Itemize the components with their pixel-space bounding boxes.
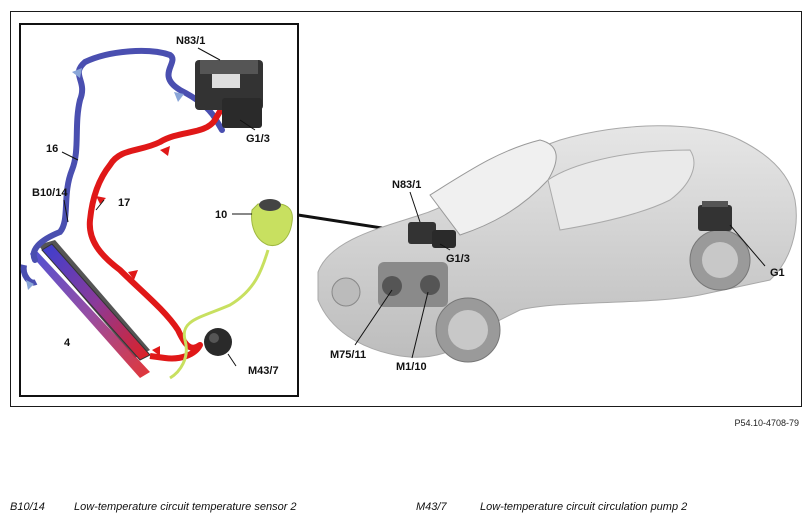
radiator-4 [30, 240, 151, 378]
inset-leader-lines [61, 47, 256, 367]
label-m75-11: M75/11 [330, 349, 366, 361]
coolant-reservoir-10 [251, 199, 293, 247]
car-leader-lines [354, 191, 766, 359]
reservoir-line [169, 249, 270, 380]
label-g1: G1 [770, 267, 785, 279]
label-m1-10: M1/10 [396, 361, 427, 373]
label-m43-7: M43/7 [248, 365, 279, 377]
legend-description: Low-temperature circuit temperature sens… [74, 501, 297, 513]
flow-arrows [26, 68, 184, 356]
label-n83-1-car: N83/1 [392, 179, 421, 191]
label-17: 17 [118, 197, 130, 209]
hot-line-17 [86, 82, 230, 351]
label-g1-3-inset: G1/3 [246, 133, 270, 145]
legend-item: M43/7 Low-temperature circuit circulatio… [416, 501, 687, 513]
legend-code: M43/7 [416, 501, 447, 513]
label-4: 4 [64, 337, 71, 349]
hot-line-to-radiator [149, 343, 203, 362]
figure-reference: P54.10-4708-79 [734, 418, 799, 428]
pump-m43-7 [204, 328, 232, 356]
car-illustration [317, 125, 797, 363]
legend-description: Low-temperature circuit circulation pump… [480, 501, 688, 513]
legend-item: B10/14 Low-temperature circuit temperatu… [10, 501, 297, 513]
label-10: 10 [215, 209, 227, 221]
n83-1-inset-unit [195, 60, 263, 128]
label-b10-14: B10/14 [32, 187, 68, 199]
legend-code: B10/14 [10, 501, 45, 513]
label-n83-1-inset: N83/1 [176, 35, 205, 47]
cold-line-stub [20, 264, 38, 286]
label-g1-3-car: G1/3 [446, 253, 470, 265]
label-16: 16 [46, 143, 58, 155]
